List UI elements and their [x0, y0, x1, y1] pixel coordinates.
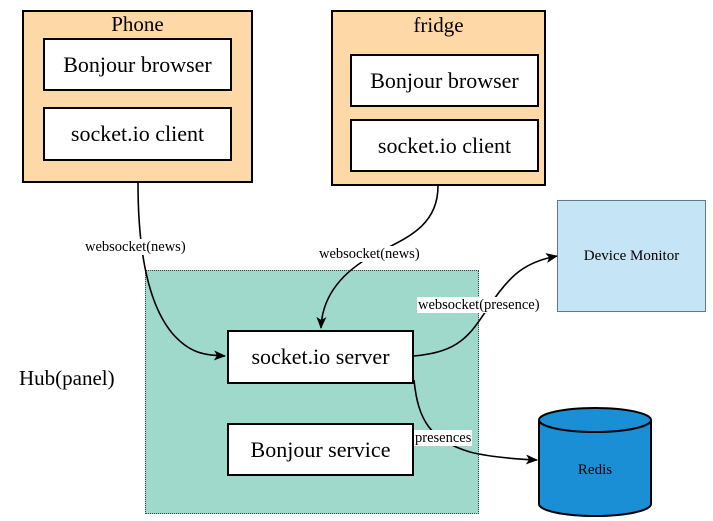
device-monitor: Device Monitor [557, 200, 706, 312]
edge-label-server-monitor: websocket(presence) [417, 297, 541, 313]
edge-label-fridge-server: websocket(news) [318, 246, 421, 262]
redis-label: Redis [577, 461, 613, 478]
phone-bonjour-browser: Bonjour browser [43, 38, 232, 91]
edge-phone-to-server [137, 182, 226, 361]
edge-server-to-redis [413, 379, 538, 465]
socket-io-server: socket.io server [227, 330, 414, 384]
edge-label-server-redis: presences [414, 430, 473, 446]
hub-label: Hub(panel) [19, 366, 115, 390]
fridge-socket-client: socket.io client [350, 119, 539, 172]
redis-database [538, 407, 652, 517]
fridge-bonjour-browser: Bonjour browser [350, 54, 539, 107]
fridge-title: fridge [413, 13, 464, 37]
phone-socket-client: socket.io client [43, 107, 232, 161]
phone-title: Phone [111, 12, 164, 36]
bonjour-service: Bonjour service [227, 423, 414, 476]
edge-label-phone-server: websocket(news) [84, 239, 187, 255]
